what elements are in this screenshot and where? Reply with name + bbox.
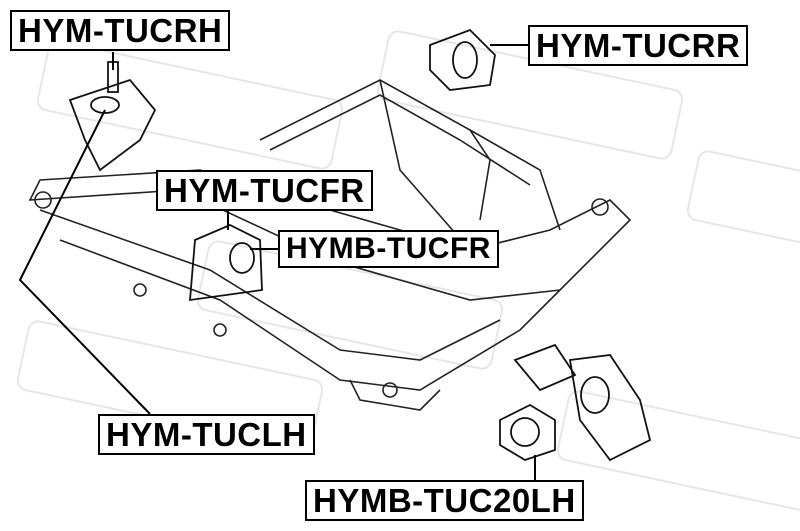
part-label-hymb-tuc20lh: HYMB-TUC20LH — [305, 480, 584, 521]
part-label-hym-tuclh: HYM-TUCLH — [98, 414, 315, 455]
leader-lines — [18, 44, 536, 480]
part-label-hym-tucrr: HYM-TUCRR — [528, 25, 749, 66]
part-label-hym-tucfr: HYM-TUCFR — [156, 170, 373, 211]
subframe — [28, 79, 632, 411]
part-label-hymb-tucfr: HYMB-TUCFR — [278, 230, 499, 268]
mount-parts — [68, 28, 652, 462]
part-label-hym-tucrh: HYM-TUCRH — [10, 10, 231, 51]
